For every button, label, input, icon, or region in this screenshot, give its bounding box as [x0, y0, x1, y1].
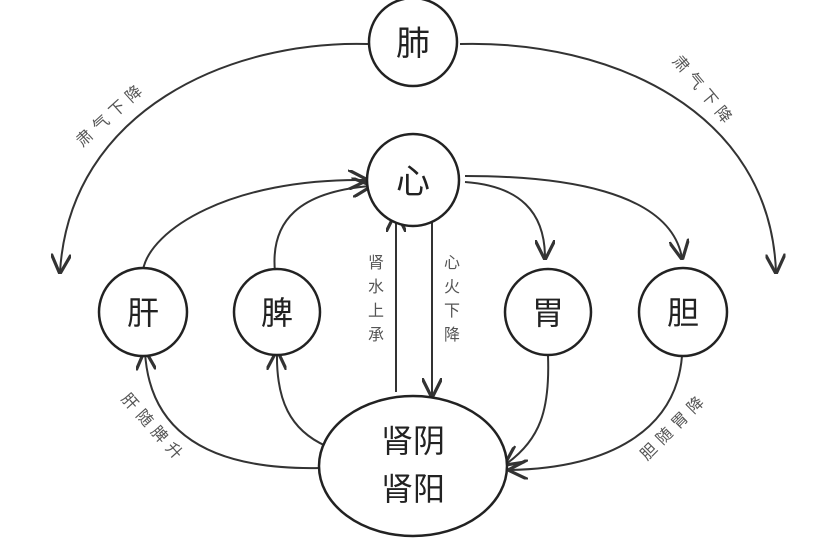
- edge-gallbladder-to-kidney: [510, 355, 683, 470]
- edge-lung-to-right: [459, 42, 776, 272]
- node-heart: [365, 132, 461, 228]
- edge-stomach-to-kidney: [506, 355, 550, 464]
- edge-heart-to-gallbladder: [464, 175, 682, 258]
- node-spleen-label: 脾: [261, 294, 293, 332]
- node-stomach: [503, 267, 593, 357]
- edge-heart-to-stomach: [464, 181, 545, 258]
- label-lower-left: 肝随脾升: [118, 389, 191, 467]
- label-kidney-water-ascends: 肾水上承: [368, 253, 384, 344]
- node-lung: [367, 0, 459, 88]
- label-heart-fire-descends: 心火下降: [444, 253, 460, 344]
- node-spleen: [232, 267, 322, 357]
- node-gallbladder-label: 胆: [667, 294, 699, 332]
- edge-kidney-to-liver: [145, 352, 321, 470]
- edge-spleen-to-heart: [273, 186, 370, 273]
- node-liver: [97, 266, 189, 358]
- edge-lung-to-left: [60, 42, 369, 272]
- label-center-left: 肾水上承: [368, 253, 384, 344]
- label-lower-right: 胆随胃降: [636, 388, 712, 464]
- node-lung-label: 肺: [396, 24, 430, 64]
- node-kidney: [317, 394, 509, 538]
- node-gallbladder: [637, 266, 729, 358]
- label-center-right: 心火下降: [444, 253, 460, 344]
- edge-liver-to-heart: [142, 180, 366, 271]
- node-kidney-yang-label: 肾阳: [381, 470, 445, 508]
- label-upper-left: 肃气下降: [72, 77, 150, 150]
- node-stomach-label: 胃: [532, 294, 564, 332]
- node-kidney-yin-label: 肾阴: [381, 422, 445, 460]
- node-heart-label: 心: [396, 162, 430, 202]
- edge-kidney-to-spleen: [277, 352, 327, 447]
- node-liver-label: 肝: [127, 294, 159, 332]
